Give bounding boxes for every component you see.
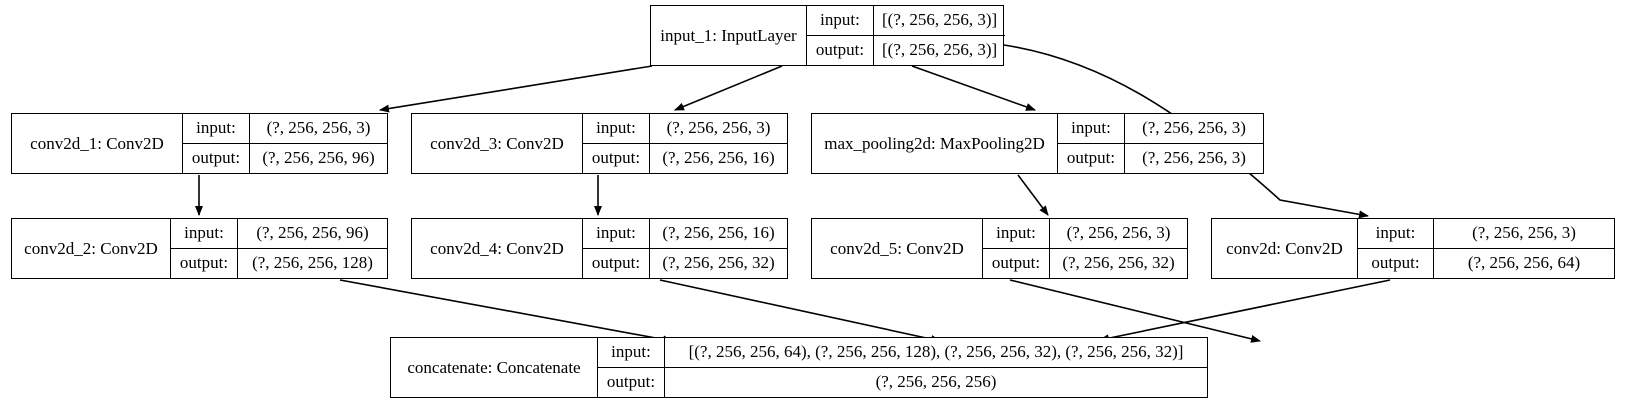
node-concatenate[interactable]: concatenate: Concatenate input: [(?, 256…	[390, 337, 1208, 398]
node-max-pooling2d-input-value: (?, 256, 256, 3)	[1124, 114, 1263, 143]
node-conv2d-5-io: input: (?, 256, 256, 3) output: (?, 256,…	[982, 219, 1187, 278]
node-max-pooling2d-input-row: input: (?, 256, 256, 3)	[1058, 114, 1263, 144]
node-max-pooling2d-output-value: (?, 256, 256, 3)	[1124, 143, 1263, 173]
node-conv2d-3-io: input: (?, 256, 256, 3) output: (?, 256,…	[582, 114, 787, 173]
node-max-pooling2d-input-label: input:	[1071, 118, 1111, 138]
node-conv2d-4-label: conv2d_4: Conv2D	[430, 238, 564, 258]
edge-maxpooling2d-to-conv2d5	[1017, 174, 1049, 216]
node-conv2d-4-output-value: (?, 256, 256, 32)	[649, 248, 787, 278]
node-conv2d-4-output-label: output:	[591, 253, 641, 273]
node-conv2d-io: input: (?, 256, 256, 3) output: (?, 256,…	[1357, 219, 1614, 278]
node-conv2d-2-output-label: output:	[179, 253, 229, 273]
edge-input1-to-conv2d1	[379, 65, 653, 113]
node-conv2d-1-output-value: (?, 256, 256, 96)	[249, 143, 387, 173]
node-conv2d-1[interactable]: conv2d_1: Conv2D input: (?, 256, 256, 3)…	[11, 113, 388, 174]
node-conv2d-5-input-value: (?, 256, 256, 3)	[1049, 219, 1187, 248]
node-conv2d-4-output-row: output: (?, 256, 256, 32)	[583, 248, 787, 278]
node-conv2d-input-label: input:	[1375, 223, 1416, 243]
node-concatenate-output-row: output: (?, 256, 256, 256)	[598, 367, 1207, 397]
node-conv2d-3-output-row: output: (?, 256, 256, 16)	[583, 143, 787, 173]
node-input-1-input-row: input: [(?, 256, 256, 3)]	[807, 6, 1006, 36]
node-conv2d-5-input-row: input: (?, 256, 256, 3)	[983, 219, 1187, 249]
node-conv2d-2-output-row: output: (?, 256, 256, 128)	[171, 248, 387, 278]
node-concatenate-input-value: [(?, 256, 256, 64), (?, 256, 256, 128), …	[664, 338, 1207, 367]
node-conv2d-2-output-value: (?, 256, 256, 128)	[237, 248, 387, 278]
node-conv2d-2-input-value: (?, 256, 256, 96)	[237, 219, 387, 248]
node-input-1-io: input: [(?, 256, 256, 3)] output: [(?, 2…	[806, 6, 1006, 65]
node-conv2d-3-output-label: output:	[591, 148, 641, 168]
node-conv2d-1-io: input: (?, 256, 256, 3) output: (?, 256,…	[182, 114, 387, 173]
node-conv2d-1-input-row: input: (?, 256, 256, 3)	[183, 114, 387, 144]
node-conv2d-4-input-label: input:	[596, 223, 636, 243]
node-conv2d-5-output-label: output:	[991, 253, 1041, 273]
node-max-pooling2d-label: max_pooling2d: MaxPooling2D	[824, 133, 1045, 153]
node-conv2d-1-output-row: output: (?, 256, 256, 96)	[183, 143, 387, 173]
node-max-pooling2d-io: input: (?, 256, 256, 3) output: (?, 256,…	[1057, 114, 1263, 173]
edge-conv2d-to-concatenate	[1099, 279, 1391, 343]
node-conv2d-2-input-label: input:	[184, 223, 224, 243]
node-conv2d-1-input-value: (?, 256, 256, 3)	[249, 114, 387, 143]
node-input-1-label: input_1: InputLayer	[660, 25, 797, 45]
node-input-1-input-label: input:	[820, 10, 860, 30]
node-conv2d-5-output-value: (?, 256, 256, 32)	[1049, 248, 1187, 278]
edge-conv2d2-to-concatenate	[339, 279, 673, 344]
node-conv2d-3-input-value: (?, 256, 256, 3)	[649, 114, 787, 143]
node-conv2d-2-io: input: (?, 256, 256, 96) output: (?, 256…	[170, 219, 387, 278]
node-conv2d-3-input-label: input:	[596, 118, 636, 138]
node-max-pooling2d-output-label: output:	[1066, 148, 1116, 168]
node-conv2d-5-input-label: input:	[996, 223, 1036, 243]
node-conv2d-4-input-value: (?, 256, 256, 16)	[649, 219, 787, 248]
node-max-pooling2d[interactable]: max_pooling2d: MaxPooling2D input: (?, 2…	[811, 113, 1264, 174]
node-concatenate-output-label: output:	[606, 372, 656, 392]
edge-input1-to-conv2d3	[674, 65, 783, 111]
node-concatenate-output-value: (?, 256, 256, 256)	[664, 367, 1207, 397]
edge-conv2d5-to-concatenate	[1009, 279, 1261, 343]
node-conv2d-1-input-label: input:	[196, 118, 236, 138]
node-conv2d-input-row: input: (?, 256, 256, 3)	[1358, 219, 1614, 249]
node-input-1[interactable]: input_1: InputLayer input: [(?, 256, 256…	[650, 5, 1006, 66]
node-conv2d-input-value: (?, 256, 256, 3)	[1433, 219, 1614, 248]
edge-conv2d4-to-concatenate	[659, 279, 941, 343]
node-conv2d-3-input-row: input: (?, 256, 256, 3)	[583, 114, 787, 144]
node-conv2d[interactable]: conv2d: Conv2D input: (?, 256, 256, 3) o…	[1211, 218, 1615, 279]
node-input-1-input-value: [(?, 256, 256, 3)]	[873, 6, 1005, 35]
node-conv2d-output-value: (?, 256, 256, 64)	[1433, 248, 1614, 278]
node-input-1-output-value: [(?, 256, 256, 3)]	[873, 35, 1005, 65]
node-conv2d-3[interactable]: conv2d_3: Conv2D input: (?, 256, 256, 3)…	[411, 113, 788, 174]
node-conv2d-output-row: output: (?, 256, 256, 64)	[1358, 248, 1614, 278]
edge-input1-to-maxpooling2d	[911, 65, 1036, 111]
node-conv2d-3-output-value: (?, 256, 256, 16)	[649, 143, 787, 173]
node-conv2d-4-input-row: input: (?, 256, 256, 16)	[583, 219, 787, 249]
node-conv2d-2-label: conv2d_2: Conv2D	[24, 238, 158, 258]
node-input-1-output-label: output:	[815, 40, 865, 60]
node-conv2d-2-input-row: input: (?, 256, 256, 96)	[171, 219, 387, 249]
node-conv2d-label: conv2d: Conv2D	[1226, 238, 1343, 258]
node-concatenate-label: concatenate: Concatenate	[407, 357, 581, 377]
node-conv2d-5[interactable]: conv2d_5: Conv2D input: (?, 256, 256, 3)…	[811, 218, 1188, 279]
node-input-1-output-row: output: [(?, 256, 256, 3)]	[807, 35, 1005, 65]
node-concatenate-io: input: [(?, 256, 256, 64), (?, 256, 256,…	[597, 338, 1207, 397]
node-conv2d-1-label: conv2d_1: Conv2D	[30, 133, 164, 153]
node-conv2d-4[interactable]: conv2d_4: Conv2D input: (?, 256, 256, 16…	[411, 218, 788, 279]
node-conv2d-4-io: input: (?, 256, 256, 16) output: (?, 256…	[582, 219, 787, 278]
node-max-pooling2d-output-row: output: (?, 256, 256, 3)	[1058, 143, 1263, 173]
node-conv2d-output-label: output:	[1371, 253, 1420, 273]
node-conv2d-5-label: conv2d_5: Conv2D	[830, 238, 964, 258]
node-conv2d-5-output-row: output: (?, 256, 256, 32)	[983, 248, 1187, 278]
node-conv2d-3-label: conv2d_3: Conv2D	[430, 133, 564, 153]
node-conv2d-2[interactable]: conv2d_2: Conv2D input: (?, 256, 256, 96…	[11, 218, 388, 279]
node-concatenate-input-label: input:	[611, 342, 651, 362]
node-concatenate-input-row: input: [(?, 256, 256, 64), (?, 256, 256,…	[598, 338, 1207, 368]
node-conv2d-1-output-label: output:	[191, 148, 241, 168]
